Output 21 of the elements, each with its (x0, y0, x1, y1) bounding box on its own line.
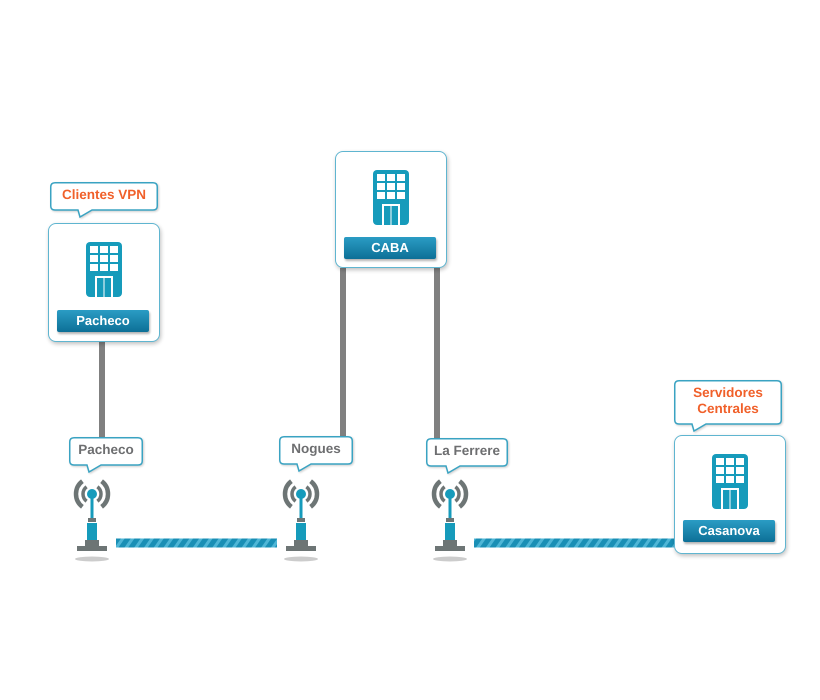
connector-line (340, 268, 346, 436)
link-bar (116, 538, 277, 548)
location-card (335, 151, 447, 268)
location-card (674, 435, 786, 554)
speech-bubble (279, 436, 353, 472)
callout-text: Servidores Centrales (692, 384, 764, 417)
speech-bubble (674, 380, 782, 432)
site-label: La Ferrere (432, 442, 502, 459)
speech-bubble (50, 182, 158, 218)
link-bar (474, 538, 674, 548)
callout-text: Clientes VPN (60, 186, 148, 203)
site-name-banner: Pacheco (57, 310, 149, 332)
site-name-banner: CABA (344, 237, 436, 259)
speech-bubble (69, 437, 143, 473)
site-label: Pacheco (77, 441, 135, 458)
site-name-banner: Casanova (683, 520, 775, 542)
site-label: Nogues (290, 440, 342, 457)
connector-line (99, 342, 105, 437)
speech-bubble (426, 438, 508, 474)
connector-line (434, 268, 440, 438)
location-card (48, 223, 160, 342)
